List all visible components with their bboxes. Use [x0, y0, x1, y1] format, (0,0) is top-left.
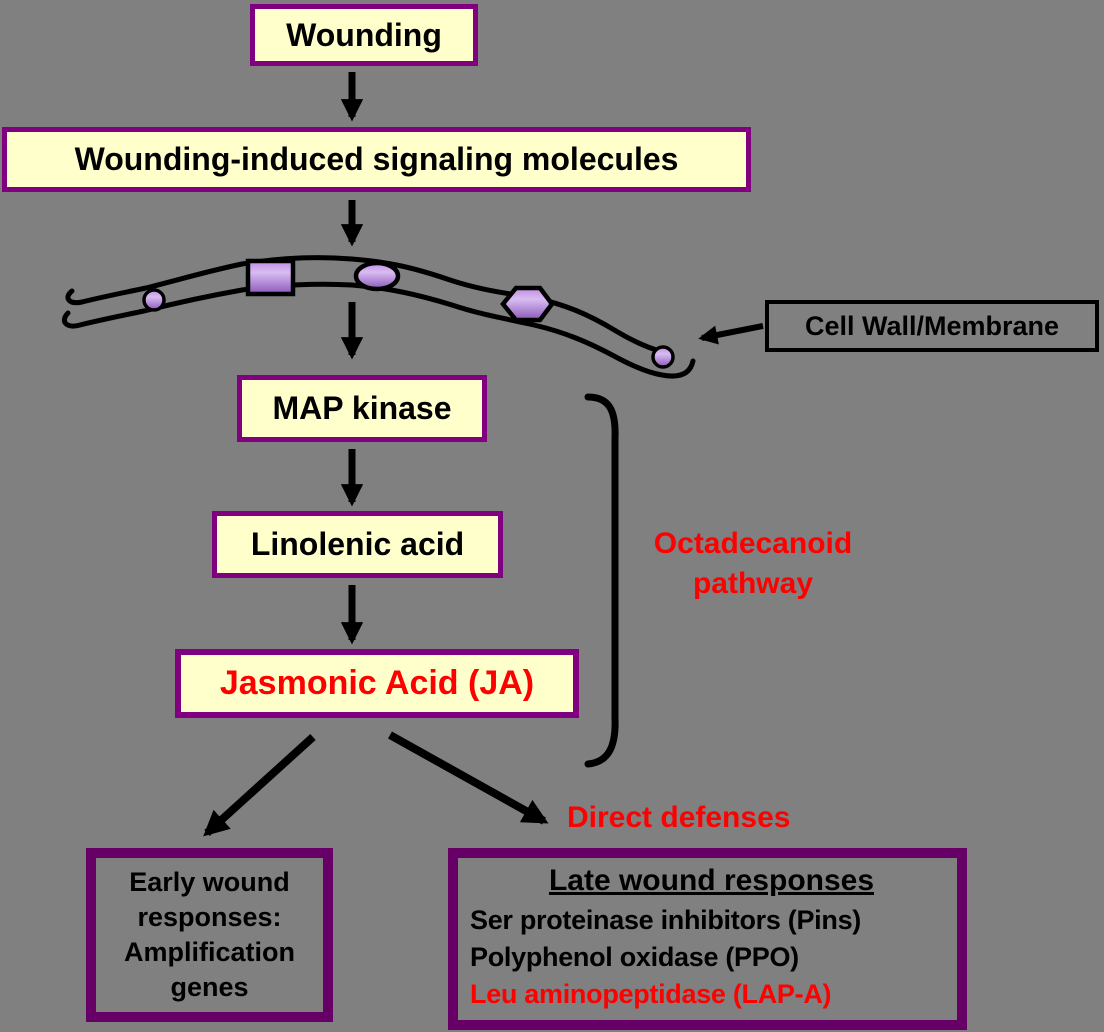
arrow-jasmonic-to-early-responses [203, 734, 316, 837]
late-box-item-lapa: Leu aminopeptidase (LAP-A) [470, 979, 832, 1009]
membrane-protein-small-circle-right [651, 345, 675, 369]
late-wound-responses-box: Late wound responses Ser proteinase inhi… [448, 848, 967, 1030]
node-map-kinase: MAP kinase [237, 375, 487, 442]
octadecanoid-line2: pathway [692, 567, 814, 600]
node-linolenic-acid: Linolenic acid [212, 511, 503, 578]
octadecanoid-pathway-label: Octadecanoid pathway [638, 524, 868, 604]
octadecanoid-line1: Octadecanoid [653, 527, 853, 560]
node-jasmonic-acid: Jasmonic Acid (JA) [175, 649, 579, 718]
arrow-cellwall-label-to-membrane [698, 323, 764, 345]
cell-wall-membrane-label: Cell Wall/Membrane [765, 300, 1099, 352]
direct-defenses-label: Direct defenses [567, 801, 791, 834]
early-box-line: Amplification [123, 937, 295, 967]
node-wounding: Wounding [250, 4, 478, 66]
node-signaling-molecules: Wounding-induced signaling molecules [2, 127, 751, 192]
early-box-line: responses: [137, 902, 282, 932]
early-box-line: genes [170, 972, 249, 1002]
late-box-item-ppo: Polyphenol oxidase (PPO) [470, 942, 799, 972]
membrane-protein-ellipse [353, 260, 401, 292]
membrane-protein-small-circle-left [142, 288, 166, 312]
membrane-protein-hexagon [500, 285, 555, 323]
membrane-protein-rect [245, 258, 296, 297]
early-box-line: Early wound [129, 867, 290, 897]
arrow-jasmonic-to-direct-defenses [388, 731, 549, 825]
late-box-title: Late wound responses [548, 864, 875, 897]
membrane-top-line [65, 255, 666, 355]
membrane-bottom-line [62, 281, 696, 379]
octadecanoid-bracket [584, 393, 619, 768]
early-wound-responses-box: Early wound responses: Amplification gen… [86, 848, 333, 1022]
late-box-item-pins: Ser proteinase inhibitors (Pins) [470, 905, 861, 935]
